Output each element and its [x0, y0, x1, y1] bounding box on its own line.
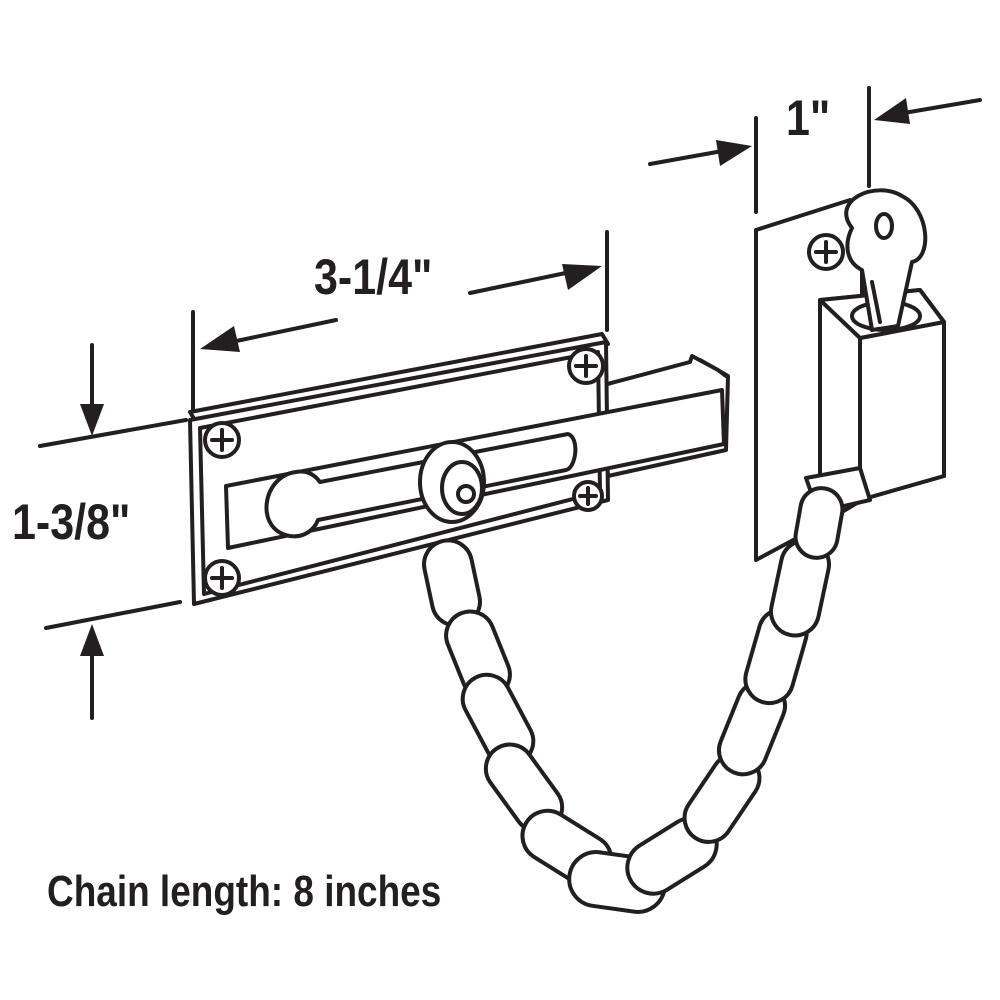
lock-body — [754, 188, 946, 562]
height-arrowhead-top — [80, 404, 104, 436]
depth-arrow-line-left — [648, 148, 730, 166]
height-dimension — [38, 343, 188, 720]
width-arrowhead-left — [200, 326, 240, 352]
depth-arrow-line-right — [896, 98, 982, 116]
chain-length-caption: Chain length: 8 inches — [47, 867, 442, 916]
height-extension-top — [38, 418, 188, 448]
depth-dimension-label: 1" — [786, 90, 831, 146]
lock-housing-front — [858, 320, 946, 502]
screw-top-right — [567, 347, 605, 385]
width-arrowhead-right — [562, 264, 602, 290]
screw-top-left — [203, 421, 241, 459]
height-dimension-label: 1-3/8" — [12, 494, 131, 550]
screw-bottom-left — [203, 559, 241, 597]
height-arrowhead-bottom — [80, 624, 104, 656]
height-extension-bottom — [44, 600, 182, 630]
chain-link — [793, 486, 845, 560]
depth-arrowhead-left — [716, 140, 752, 166]
width-arrow-line-right — [468, 268, 582, 295]
key-icon — [844, 188, 928, 332]
width-dimension — [191, 230, 609, 412]
depth-dimension — [648, 86, 982, 214]
width-dimension-label: 3-1/4" — [314, 249, 433, 305]
width-arrow-line-left — [220, 318, 338, 346]
chain-slider-knob — [418, 440, 486, 524]
track-flange-lip — [598, 354, 728, 388]
depth-arrowhead-right — [874, 98, 910, 124]
screw-lock-plate — [807, 233, 845, 271]
slide-track — [188, 332, 730, 606]
chain — [418, 440, 845, 914]
screw-bottom-right — [572, 480, 604, 512]
